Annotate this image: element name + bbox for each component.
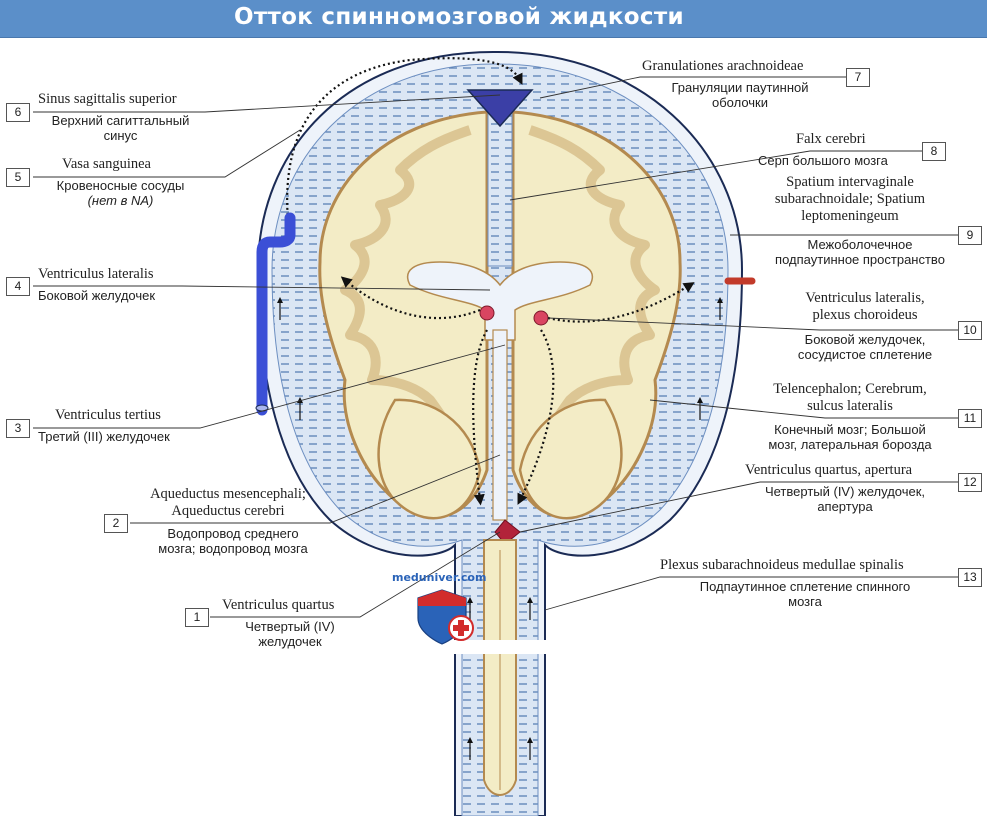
- label-3-russian: Третий (III) желудочек: [38, 429, 170, 444]
- label-8-latin: Falx cerebri: [796, 131, 866, 147]
- label-number-8: 8: [922, 142, 946, 161]
- label-12-latin: Ventriculus quartus, apertura: [745, 462, 913, 478]
- label-number-13: 13: [958, 568, 982, 587]
- title-bar: Отток спинномозговой жидкости: [0, 0, 987, 38]
- left-gyri: [340, 125, 473, 455]
- leader-3: [33, 344, 506, 429]
- label-1-latin: Ventriculus quartus: [222, 597, 335, 613]
- label-number-6: 6: [6, 103, 30, 122]
- label-5-russian: Кровеносные сосуды(нет в NA): [56, 178, 185, 209]
- label-2-latin: Aqueductus mesencephali;Aqueductus cereb…: [150, 486, 306, 520]
- leader-5: [33, 129, 301, 178]
- sagittal-sinus: [466, 89, 534, 128]
- leader-10: [547, 317, 958, 331]
- label-11-latin: Telencephalon; Cerebrum,sulcus lateralis: [773, 381, 927, 415]
- leader-8: [509, 150, 922, 201]
- third-ventricle: [492, 329, 508, 521]
- choroid-plexus-left: [479, 305, 495, 321]
- leader-6: [33, 94, 501, 113]
- label-10-latin: Ventriculus lateralis,plexus choroideus: [805, 290, 925, 324]
- label-7-latin: Granulationes arachnoideae: [642, 58, 804, 74]
- meduniver-logo-icon: [417, 589, 474, 645]
- label-4-latin: Ventriculus lateralis: [38, 266, 154, 282]
- right-gyri: [527, 125, 660, 455]
- label-4-russian: Боковой желудочек: [38, 288, 156, 303]
- label-number-3: 3: [6, 419, 30, 438]
- leader-11: [649, 399, 958, 419]
- label-number-2: 2: [104, 514, 128, 533]
- label-number-12: 12: [958, 473, 982, 492]
- leader-12: [519, 481, 958, 533]
- blood-vessel-vein: [256, 212, 296, 416]
- label-8-russian: Серп большого мозга: [758, 153, 888, 168]
- flow-arrow-sinus: [286, 57, 523, 221]
- leader-4: [33, 285, 491, 291]
- label-number-11: 11: [958, 409, 982, 428]
- label-12-russian: Четвертый (IV) желудочек,апертура: [764, 484, 926, 515]
- spinal-gap: [440, 640, 560, 654]
- label-10-russian: Боковой желудочек,сосудистое сплетение: [797, 332, 933, 363]
- label-number-1: 1: [185, 608, 209, 627]
- label-number-4: 4: [6, 277, 30, 296]
- label-13-latin: Plexus subarachnoideus medullae spinalis: [660, 557, 904, 573]
- label-3-latin: Ventriculus tertius: [55, 407, 161, 423]
- flow-arrow-plexus-right: [547, 282, 695, 323]
- leader-1: [210, 531, 501, 618]
- page-title: Отток спинномозговой жидкости: [234, 4, 684, 30]
- label-number-10: 10: [958, 321, 982, 340]
- label-5-latin: Vasa sanguinea: [62, 156, 151, 172]
- label-6-latin: Sinus sagittalis superior: [38, 91, 177, 107]
- leader-7: [539, 76, 846, 99]
- lateral-ventricles: [407, 261, 593, 341]
- left-temporal-lobe: [377, 398, 482, 520]
- label-number-5: 5: [6, 168, 30, 187]
- leader-2: [130, 454, 501, 524]
- label-1-russian: Четвертый (IV)желудочек: [245, 619, 335, 650]
- right-temporal-lobe: [518, 398, 623, 520]
- label-number-9: 9: [958, 226, 982, 245]
- watermark: meduniver.com: [392, 571, 487, 584]
- leader-13: [544, 576, 958, 611]
- choroid-plexus-right: [533, 310, 549, 326]
- label-number-7: 7: [846, 68, 870, 87]
